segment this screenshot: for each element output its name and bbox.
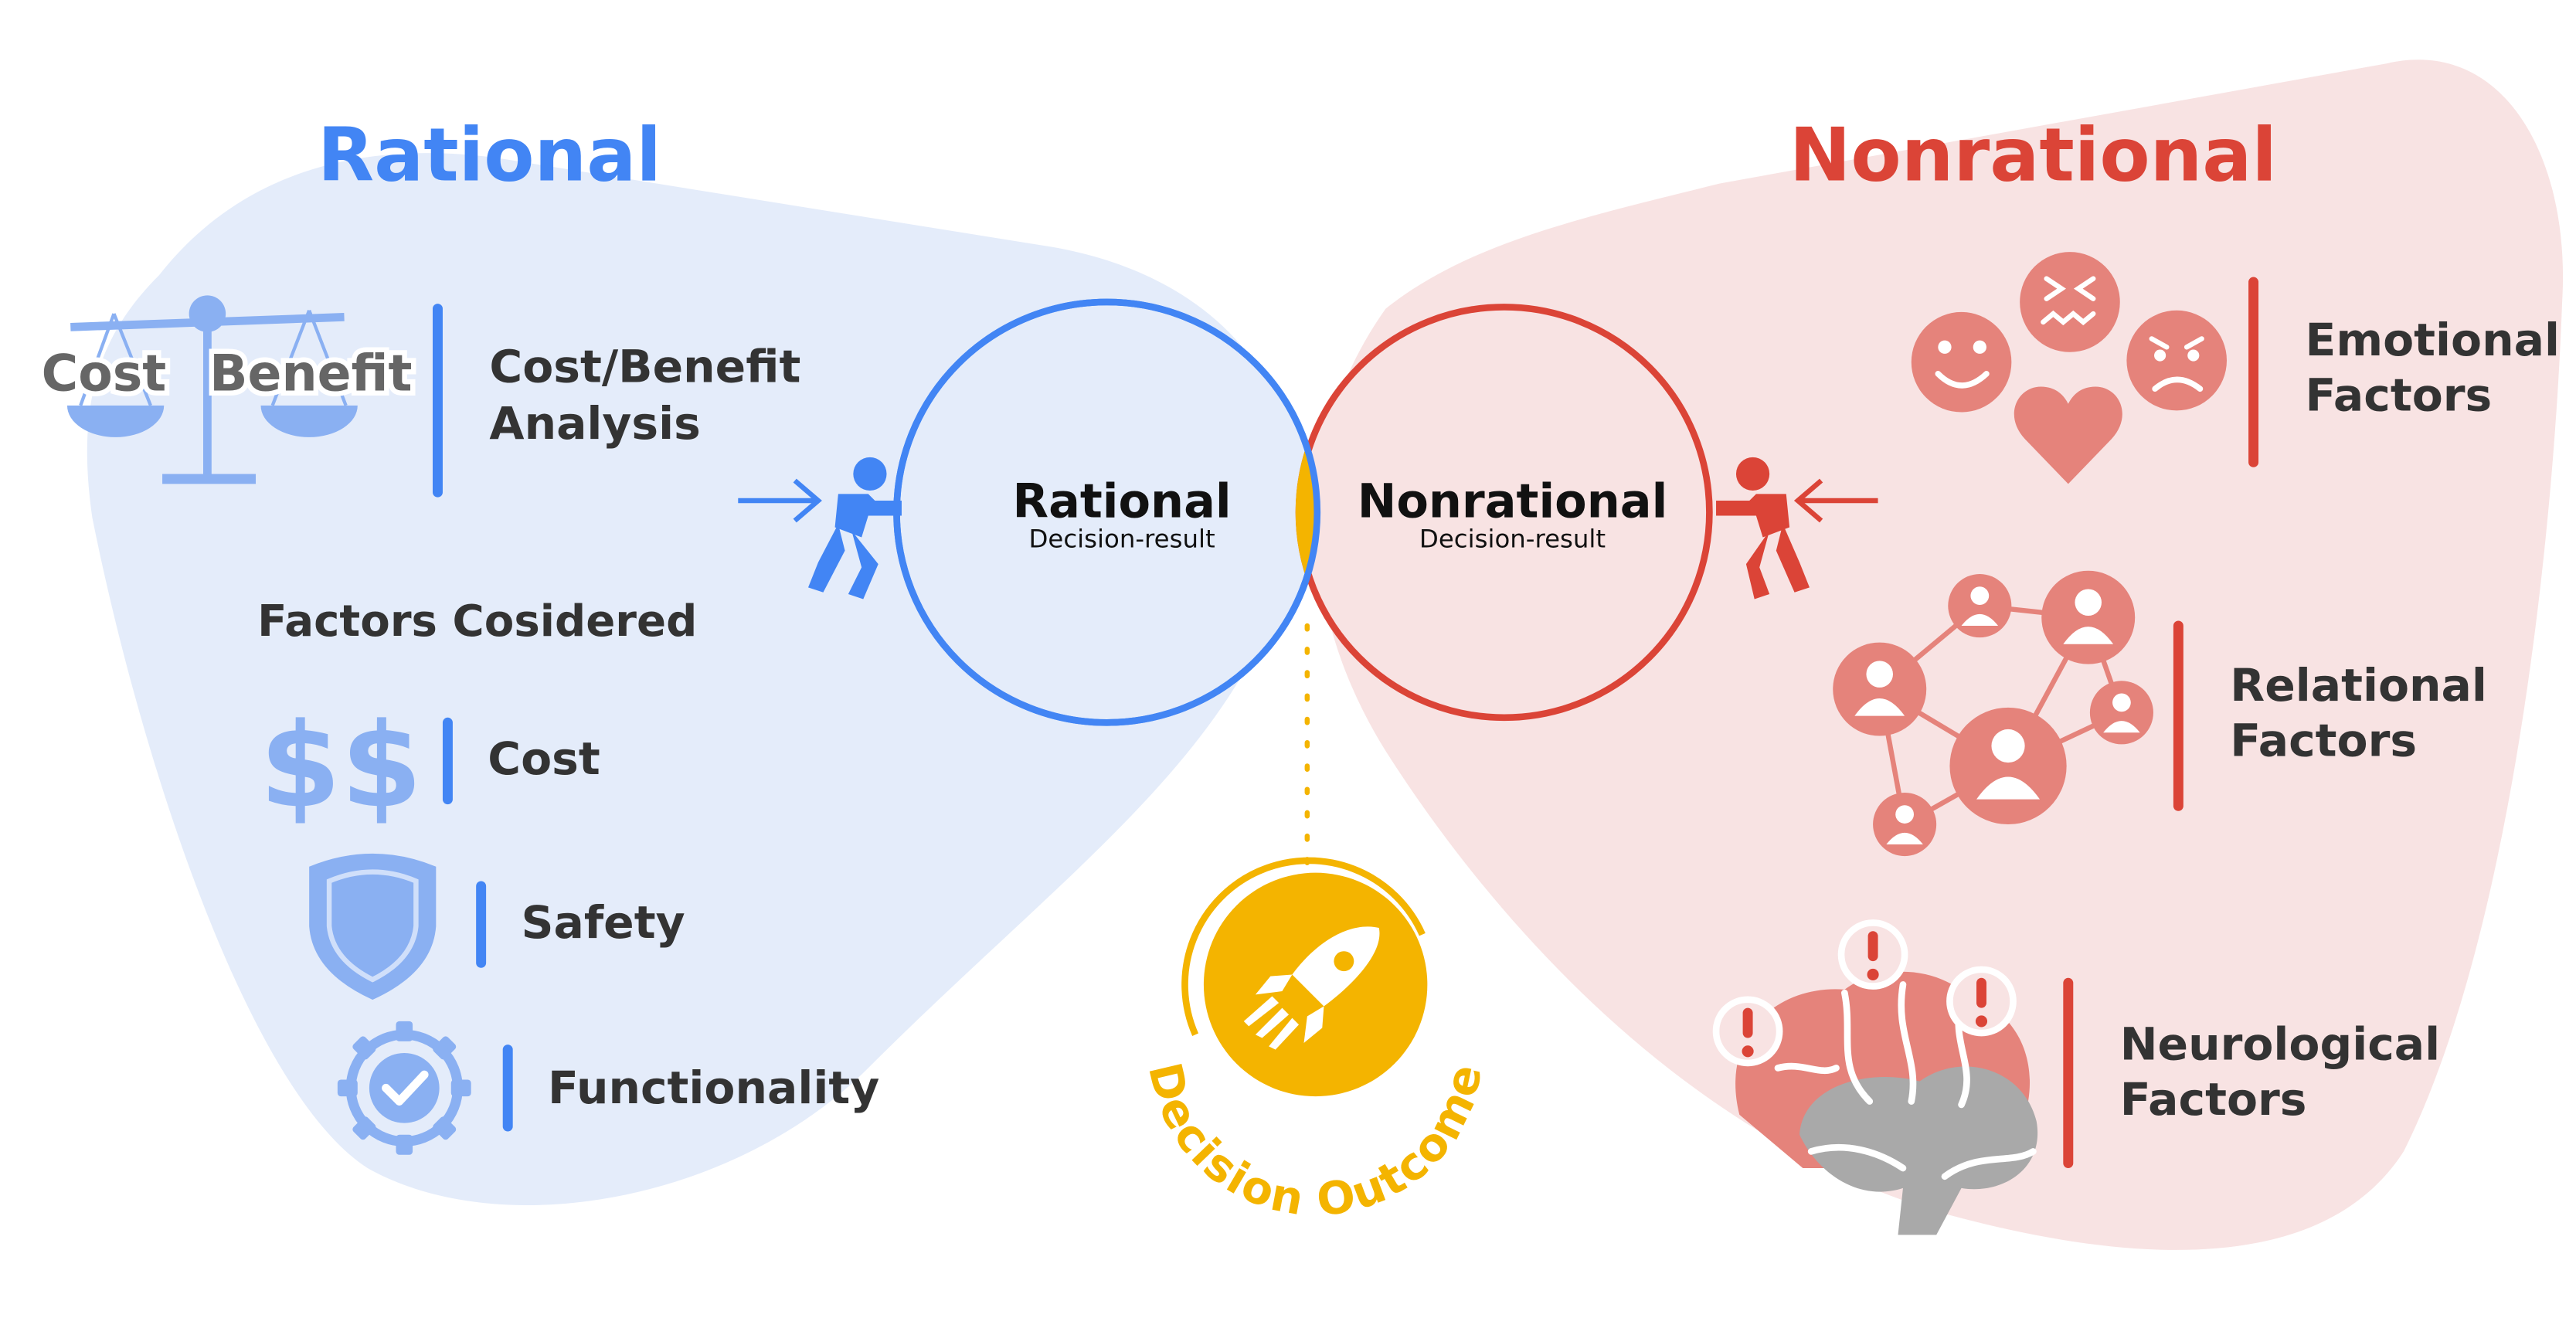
- exclamation-icon: [1837, 919, 1908, 990]
- neurological-label-line1: Neurological: [2120, 1018, 2440, 1071]
- pushing-person-icon: [738, 457, 902, 600]
- nonrational-title: Nonrational: [1789, 113, 2277, 198]
- heart-icon: [2014, 386, 2122, 484]
- rational-circle-subtitle: Decision-result: [1028, 524, 1215, 553]
- emotional-divider: [2248, 277, 2259, 467]
- emotional-label-line2: Factors: [2306, 369, 2493, 421]
- outcome-ring: [1181, 857, 1426, 1036]
- exclamation-icon: [1712, 996, 1783, 1067]
- shield-icon: [309, 853, 437, 1000]
- exclamation-icon: [1946, 966, 2017, 1037]
- rocket-icon: [1243, 926, 1380, 1050]
- smile-icon: [1911, 311, 2012, 413]
- factor-safety-label: Safety: [521, 896, 685, 949]
- analysis-divider: [433, 304, 443, 498]
- dollar-icon: $$: [260, 698, 422, 834]
- scale-left-label: Cost: [42, 345, 167, 403]
- emotional-label-line1: Emotional: [2306, 314, 2560, 366]
- relational-label-line2: Factors: [2230, 714, 2417, 766]
- frown-face-icon: [2126, 310, 2227, 411]
- rational-title: Rational: [318, 113, 661, 198]
- cost-divider: [442, 717, 453, 805]
- factor-functionality-label: Functionality: [548, 1062, 879, 1114]
- analysis-label-line2: Analysis: [489, 397, 700, 450]
- gear-check-icon: [337, 1021, 471, 1155]
- relational-divider: [2173, 620, 2183, 811]
- scale-right-label: Benefit: [209, 345, 412, 403]
- factors-heading: Factors Cosidered: [257, 596, 697, 647]
- angry-face-icon: [2020, 252, 2120, 352]
- people-network-icon: [1833, 570, 2153, 857]
- nonrational-circle-title: Nonrational: [1358, 475, 1668, 529]
- neurological-divider: [2063, 977, 2074, 1168]
- safety-divider: [476, 881, 487, 968]
- relational-label-line1: Relational: [2230, 659, 2487, 712]
- nonrational-circle-subtitle: Decision-result: [1419, 524, 1606, 553]
- analysis-label-line1: Cost/Benefit: [489, 341, 800, 393]
- pushing-person-icon: [1716, 457, 1878, 600]
- neurological-label-line2: Factors: [2120, 1073, 2307, 1126]
- balance-scale-icon: [66, 295, 358, 484]
- rational-circle-title: Rational: [1013, 475, 1232, 529]
- functionality-divider: [502, 1045, 513, 1132]
- factor-cost-label: Cost: [488, 732, 600, 785]
